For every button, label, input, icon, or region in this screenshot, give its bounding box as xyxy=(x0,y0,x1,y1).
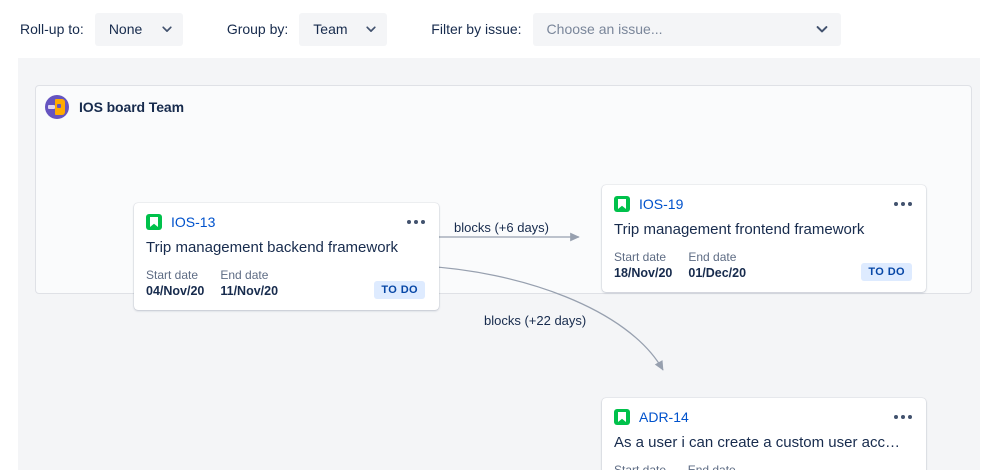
start-date-value: 04/Nov/20 xyxy=(146,284,205,298)
filter-control: Filter by issue: Choose an issue... xyxy=(431,12,841,46)
end-date-label: End date xyxy=(688,250,737,264)
card-header: ADR-14 xyxy=(614,409,912,425)
issue-card-adr-14[interactable]: ADR-14 As a user i can create a custom u… xyxy=(602,398,926,470)
dependency-canvas: IOS board Team blocks (+6 days) blocks (… xyxy=(18,58,980,470)
card-footer: Start date 04/Dec/20 End date 27/Dec/20 … xyxy=(614,463,912,470)
story-icon xyxy=(146,214,162,230)
story-icon xyxy=(614,409,630,425)
dependency-label-2: blocks (+22 days) xyxy=(484,313,587,328)
filter-label: Filter by issue: xyxy=(431,21,522,37)
status-badge: TO DO xyxy=(861,263,912,281)
end-date-block: End date 11/Nov/20 xyxy=(220,268,278,299)
groupby-selected-value: Team xyxy=(313,21,348,37)
card-header: IOS-13 xyxy=(146,214,425,230)
card-key-group: IOS-13 xyxy=(146,214,215,230)
groupby-control: Group by: Team xyxy=(226,12,388,46)
date-group: Start date 04/Nov/20 End date 11/Nov/20 xyxy=(146,268,278,299)
end-date-block: End date 01/Dec/20 xyxy=(688,250,746,281)
issue-summary: Trip management frontend framework xyxy=(614,221,865,238)
start-date-label: Start date xyxy=(614,250,667,264)
team-group-title: IOS board Team xyxy=(79,99,184,115)
story-icon xyxy=(614,196,630,212)
end-date-value: 01/Dec/20 xyxy=(688,266,747,280)
rollup-selected-value: None xyxy=(108,21,143,37)
start-date-block: Start date 04/Dec/20 xyxy=(614,463,672,470)
issue-key-link[interactable]: IOS-19 xyxy=(639,196,684,212)
card-key-group: IOS-19 xyxy=(614,196,683,212)
more-options-icon[interactable] xyxy=(407,217,425,227)
rollup-label: Roll-up to: xyxy=(20,21,84,37)
chevron-down-icon xyxy=(161,23,173,35)
issue-key-link[interactable]: IOS-13 xyxy=(171,214,216,230)
end-date-label: End date xyxy=(220,268,269,282)
start-date-label: Start date xyxy=(146,268,199,282)
card-key-group: ADR-14 xyxy=(614,409,689,425)
dependency-label-1: blocks (+6 days) xyxy=(454,220,550,235)
start-date-value: 18/Nov/20 xyxy=(614,266,673,280)
card-footer: Start date 18/Nov/20 End date 01/Dec/20 … xyxy=(614,250,912,281)
chevron-down-icon xyxy=(815,22,829,36)
more-options-icon[interactable] xyxy=(894,412,912,422)
groupby-select[interactable]: Team xyxy=(299,12,388,46)
start-date-block: Start date 04/Nov/20 xyxy=(146,268,204,299)
status-badge: TO DO xyxy=(374,281,425,299)
filter-issue-select[interactable]: Choose an issue... xyxy=(532,12,841,46)
start-date-label: Start date xyxy=(614,463,667,470)
rollup-select[interactable]: None xyxy=(94,12,183,46)
card-header: IOS-19 xyxy=(614,196,912,212)
issue-card-ios-13[interactable]: IOS-13 Trip management backend framework… xyxy=(134,203,439,310)
chevron-down-icon xyxy=(365,23,377,35)
end-date-label: End date xyxy=(687,463,736,470)
rollup-control: Roll-up to: None xyxy=(20,12,183,46)
issue-summary: As a user i can create a custom user acc… xyxy=(614,434,900,451)
more-options-icon[interactable] xyxy=(894,199,912,209)
issue-card-ios-19[interactable]: IOS-19 Trip management frontend framewor… xyxy=(602,185,926,292)
end-date-block: End date 27/Dec/20 xyxy=(688,463,746,470)
issue-key-link[interactable]: ADR-14 xyxy=(639,409,689,425)
team-group-header: IOS board Team xyxy=(45,95,184,119)
groupby-label: Group by: xyxy=(226,21,289,37)
end-date-value: 11/Nov/20 xyxy=(220,284,279,298)
date-group: Start date 04/Dec/20 End date 27/Dec/20 xyxy=(614,463,745,470)
card-footer: Start date 04/Nov/20 End date 11/Nov/20 … xyxy=(146,268,425,299)
team-avatar-icon xyxy=(45,95,69,119)
date-group: Start date 18/Nov/20 End date 01/Dec/20 xyxy=(614,250,746,281)
filter-issue-placeholder: Choose an issue... xyxy=(546,21,663,37)
gantt-toolbar: Roll-up to: None Group by: Team Filter b… xyxy=(0,0,998,58)
issue-summary: Trip management backend framework xyxy=(146,239,399,256)
start-date-block: Start date 18/Nov/20 xyxy=(614,250,672,281)
